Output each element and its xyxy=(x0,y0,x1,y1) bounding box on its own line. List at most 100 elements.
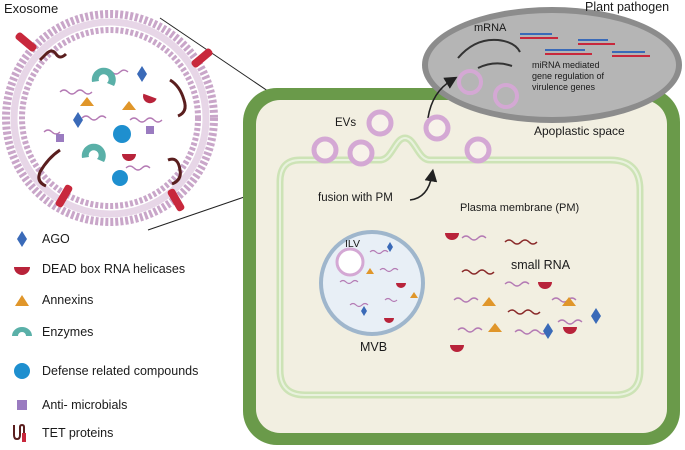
small-rna-strand xyxy=(457,327,483,333)
small-rna-strand xyxy=(504,281,530,287)
enzyme-icon xyxy=(91,67,116,86)
plant-cell xyxy=(243,88,680,445)
small-rna-strand xyxy=(507,309,541,315)
small-rna-strand xyxy=(551,297,577,303)
apoplastic-space-label: Apoplastic space xyxy=(534,124,625,138)
mvb-rna xyxy=(384,297,398,303)
ago-diamond-icon xyxy=(543,323,553,339)
exosome-rna xyxy=(81,115,107,121)
antimicrobial-square-icon xyxy=(56,134,64,142)
legend-item-antimicrobials: Anti- microbials xyxy=(8,395,127,415)
ilv xyxy=(335,247,365,277)
dead-box-helicase-icon xyxy=(143,93,157,104)
mirna-note-line1: miRNA mediated xyxy=(532,60,600,70)
tet-protein-icon xyxy=(167,157,185,212)
evs-label: EVs xyxy=(335,117,357,129)
extracellular-vesicles xyxy=(311,109,492,167)
ev-vesicle xyxy=(347,139,375,167)
legend-label: Enzymes xyxy=(42,325,94,339)
mvb-rna xyxy=(339,279,359,285)
mvb-rna xyxy=(379,267,399,273)
tet-protein-icon xyxy=(37,148,73,208)
small-rna-label: small RNA xyxy=(511,258,571,272)
cell-interior xyxy=(256,100,667,433)
fusion-arrow xyxy=(409,168,438,201)
annexin-triangle-icon xyxy=(122,101,136,110)
fusion-with-pm-label: fusion with PM xyxy=(318,192,393,204)
legend-item-tet: TET proteins xyxy=(8,423,113,443)
ago-diamond-icon xyxy=(17,231,27,247)
antimicrobial-square-icon xyxy=(146,126,154,134)
dead-box-helicase-icon xyxy=(445,233,459,240)
small-rna-strand xyxy=(461,269,495,275)
dead-box-helicase-icon xyxy=(384,318,394,323)
multivesicular-body xyxy=(319,230,425,336)
small-rna-strand xyxy=(504,239,538,245)
plant-pathogen-label: Plant pathogen xyxy=(585,0,670,14)
mvb-label: MVB xyxy=(360,340,388,354)
dead-box-helicase-icon xyxy=(14,267,30,275)
ago-diamond-icon xyxy=(361,306,367,316)
exosome-rna xyxy=(59,89,93,95)
tet-protein-icon xyxy=(13,423,26,442)
legend-item-defense: Defense related compounds xyxy=(8,361,198,381)
antimicrobial-square-icon xyxy=(17,400,27,410)
ev-vesicle xyxy=(423,114,451,142)
mvb-outer xyxy=(319,230,425,336)
legend-label: DEAD box RNA helicases xyxy=(42,262,186,276)
ev-vesicle xyxy=(366,109,394,137)
exosome-rna xyxy=(125,165,151,171)
mirna-note-line3: virulence genes xyxy=(532,82,596,92)
annexin-triangle-icon xyxy=(15,295,29,306)
pathogen-vesicle xyxy=(493,83,519,109)
enzyme-icon xyxy=(12,327,32,336)
ago-diamond-icon xyxy=(73,112,83,128)
dead-box-helicase-icon xyxy=(450,345,464,352)
small-rna-strand xyxy=(514,329,548,335)
legend-label: Anti- microbials xyxy=(42,398,128,412)
dead-box-helicase-icon xyxy=(396,283,406,288)
annexin-triangle-icon xyxy=(482,297,496,306)
ev-vesicle xyxy=(311,136,339,164)
annexin-triangle-icon xyxy=(488,323,502,332)
ev-vesicle xyxy=(464,136,492,164)
defense-compound-icon xyxy=(113,125,131,143)
plasma-membrane-label: Plasma membrane (PM) xyxy=(460,202,580,214)
ago-diamond-icon xyxy=(137,66,147,82)
annexin-triangle-icon xyxy=(410,292,418,298)
mrna-strand xyxy=(457,38,521,59)
mvb-rna xyxy=(369,249,389,255)
defense-compound-icon xyxy=(14,363,30,379)
legend-label: Annexins xyxy=(42,293,94,307)
exosome-membrane-inner xyxy=(19,27,201,209)
pathogen-vesicle xyxy=(457,69,483,95)
legend-label: Defense related compounds xyxy=(42,364,199,378)
legend-item-helicases: DEAD box RNA helicases xyxy=(8,259,185,279)
uptake-arrow xyxy=(427,76,458,119)
mirna-duplex xyxy=(520,33,650,57)
legend-label: AGO xyxy=(42,232,70,246)
ago-diamond-icon xyxy=(387,242,393,252)
ilv-label: ILV xyxy=(345,238,360,250)
dead-box-helicase-icon xyxy=(538,282,552,289)
dead-box-helicase-icon xyxy=(563,327,577,334)
tet-protein-icon xyxy=(169,48,213,118)
annexin-triangle-icon xyxy=(80,97,94,106)
tet-protein-icon xyxy=(15,32,68,62)
enzyme-icon xyxy=(81,143,106,162)
defense-compound-icon xyxy=(112,170,128,186)
exosome-rna xyxy=(43,129,61,135)
legend-item-annexins: Annexins xyxy=(8,290,93,310)
plant-pathogen xyxy=(422,7,682,123)
small-rna-strand xyxy=(461,235,487,241)
mirna-note-line2: gene regulation of xyxy=(532,71,605,81)
exosome-label: Exosome xyxy=(4,1,59,16)
exosome-rna xyxy=(129,117,163,123)
mvb-rna xyxy=(349,302,369,308)
exosome xyxy=(2,10,218,226)
annexin-triangle-icon xyxy=(366,268,374,274)
small-rna-strand xyxy=(557,319,583,325)
ago-diamond-icon xyxy=(591,308,601,324)
legend-item-enzymes: Enzymes xyxy=(8,322,93,342)
legend-label: TET proteins xyxy=(42,426,114,440)
